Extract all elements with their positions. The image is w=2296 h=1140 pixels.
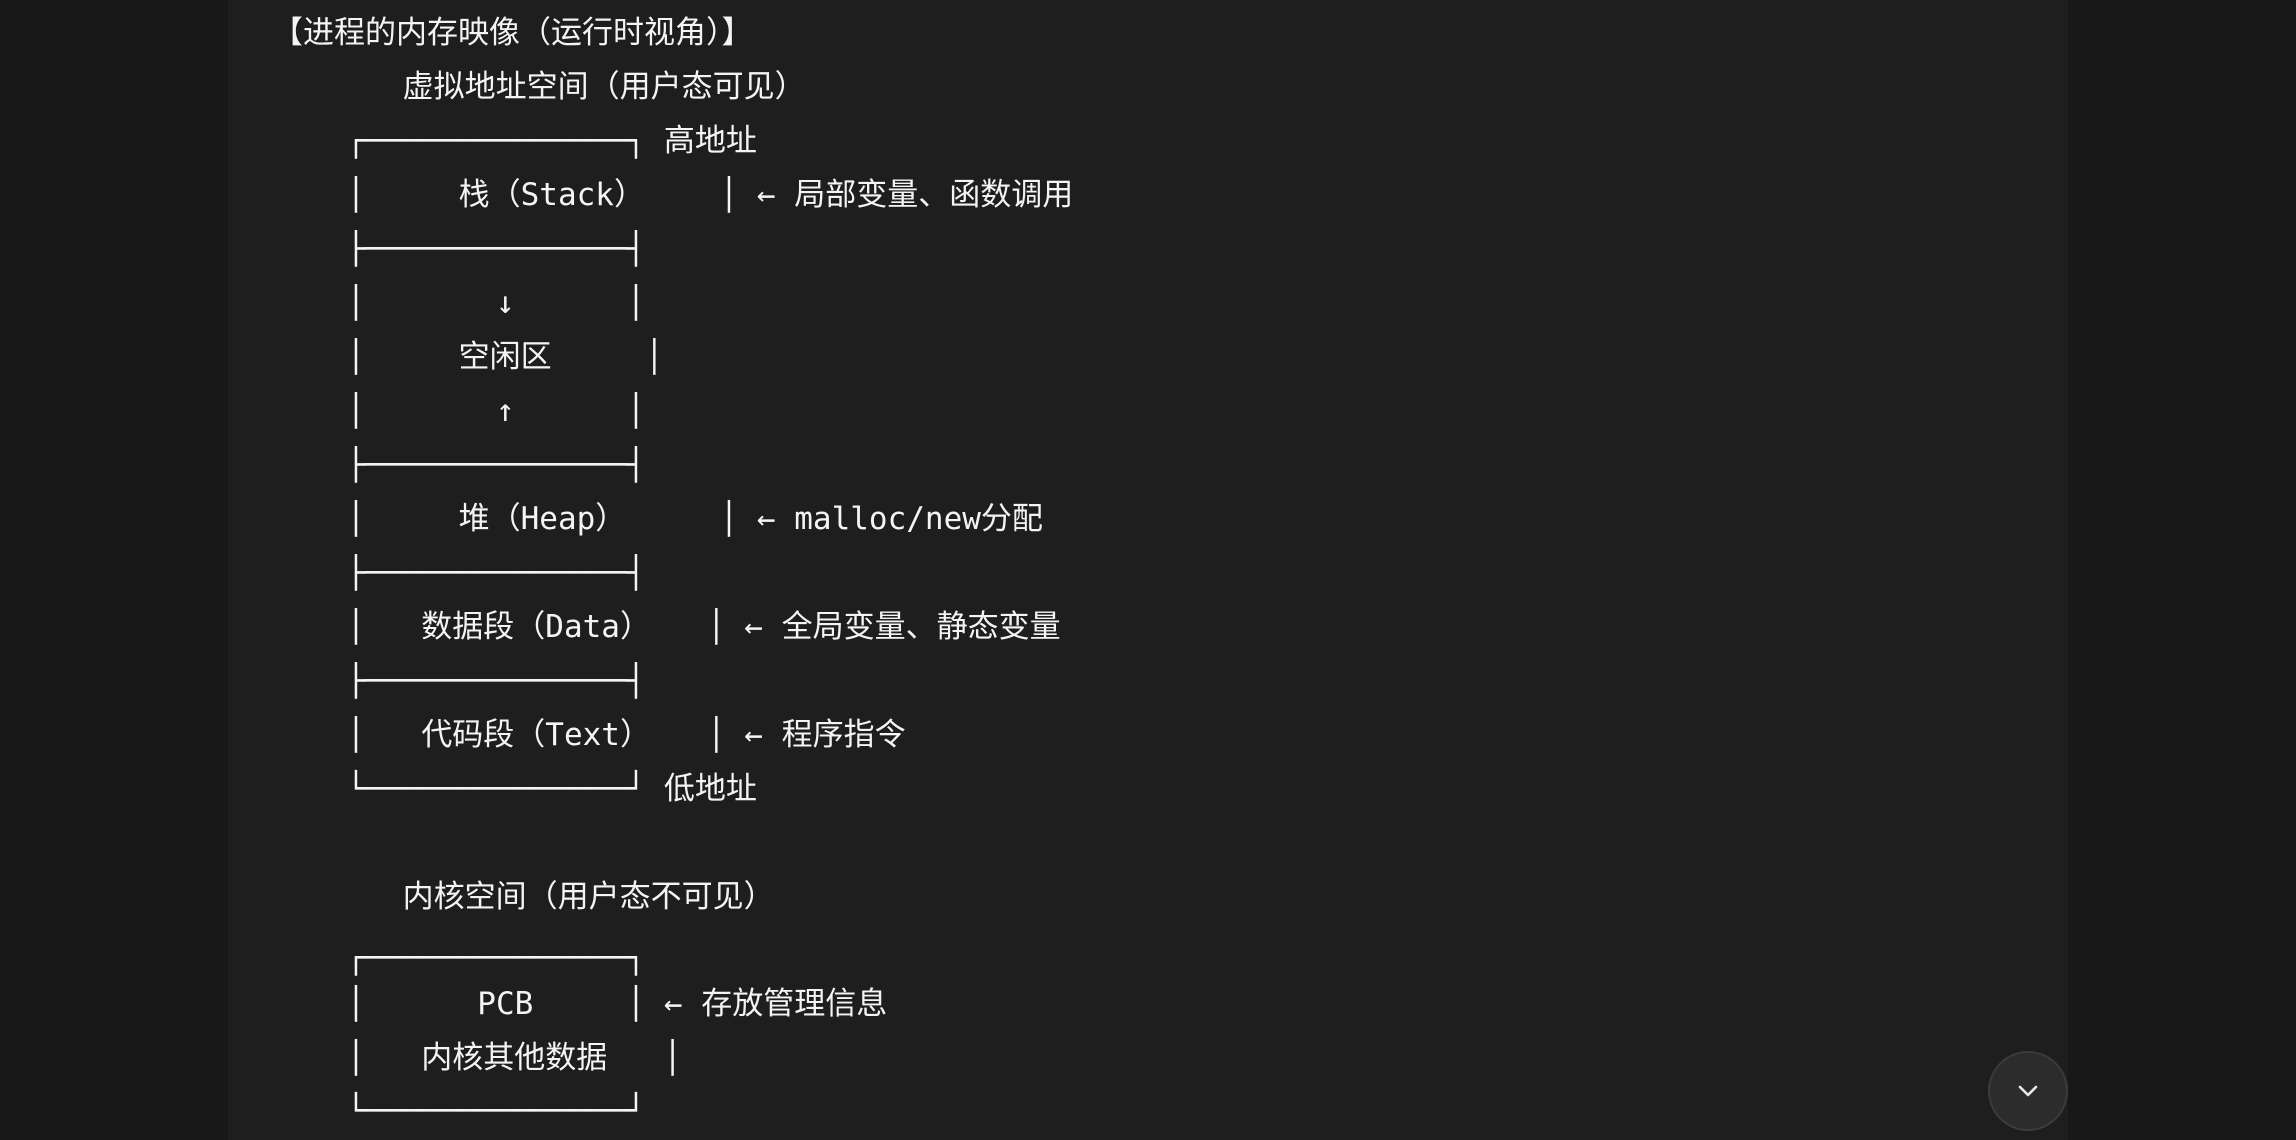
diagram-line: ┌──────────────┐ 高地址: [272, 123, 757, 159]
diagram-line: ├──────────────┤: [272, 231, 646, 267]
free-area-row: │ 空闲区 │: [272, 339, 664, 375]
scroll-to-bottom-button[interactable]: [1988, 1051, 2068, 1131]
heap-segment-row: │ 堆（Heap） │ ← malloc/new分配: [272, 501, 1043, 537]
diagram-line: │ ↑ │: [272, 393, 646, 429]
stack-segment-row: │ 栈（Stack） │ ← 局部变量、函数调用: [272, 177, 1074, 213]
kernel-other-data-row: │ 内核其他数据 │: [272, 1040, 682, 1076]
right-margin: [2068, 0, 2296, 1140]
diagram-line: │ ↓ │: [272, 285, 646, 321]
diagram-line: └──────────────┘: [272, 1093, 646, 1129]
data-segment-row: │ 数据段（Data） │ ← 全局变量、静态变量: [272, 609, 1061, 645]
diagram-line: └──────────────┘ 低地址: [272, 771, 757, 807]
virtual-address-space-label: 虚拟地址空间（用户态可见）: [272, 69, 806, 105]
code-block: 【进程的内存映像（运行时视角）】 虚拟地址空间（用户态可见） ┌────────…: [228, 0, 2068, 1140]
diagram-line: ├──────────────┤: [272, 555, 646, 591]
pcb-row: │ PCB │ ← 存放管理信息: [272, 986, 888, 1022]
chevron-down-icon: [2018, 1085, 2038, 1097]
diagram-line: ├──────────────┤: [272, 447, 646, 483]
kernel-space-label: 内核空间（用户态不可见）: [272, 879, 775, 915]
diagram-line: ┌──────────────┐: [272, 940, 646, 976]
diagram-line: ├──────────────┤: [272, 663, 646, 699]
diagram-heading: 【进程的内存映像（运行时视角）】: [272, 15, 753, 51]
left-margin: [0, 0, 228, 1140]
text-segment-row: │ 代码段（Text） │ ← 程序指令: [272, 717, 906, 753]
